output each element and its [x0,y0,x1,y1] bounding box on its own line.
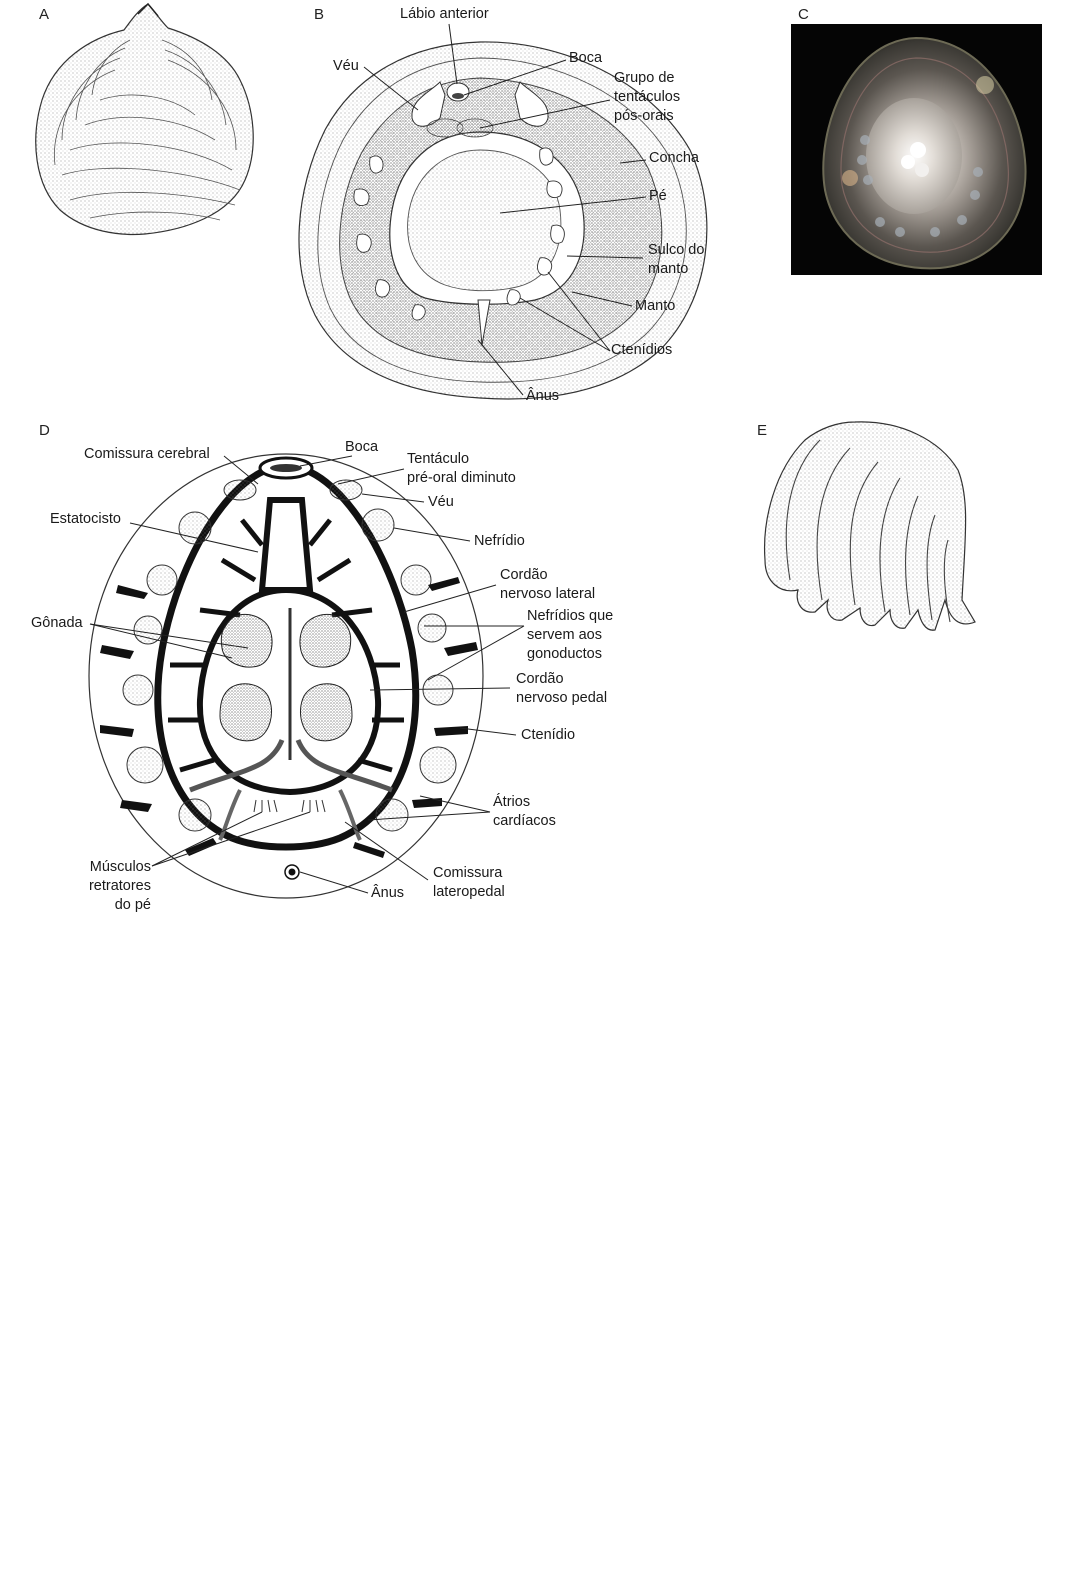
panel-letter-d: D [39,422,50,439]
panel-letter-b: B [314,6,325,23]
label-comissura-lat-2: lateropedal [433,884,505,900]
panel-letter-c: C [798,6,809,23]
label-comissura-lat-1: Comissura [433,865,503,881]
label-cordao-lateral-2: nervoso lateral [500,586,596,602]
label-cordao-pedal-1: Cordão [516,671,564,687]
label-cordao-pedal-2: nervoso pedal [516,690,608,706]
label-concha: Concha [649,150,699,166]
label-pe: Pé [649,188,667,204]
label-labio-anterior: Lábio anterior [400,6,489,22]
label-anus-d: Ânus [371,885,405,901]
label-musculos-3: do pé [114,897,151,913]
label-ctenidios: Ctenídios [611,342,673,358]
label-nefridios-gon-3: gonoductos [527,646,602,662]
shell-illustration-a [35,2,254,236]
label-estatocisto: Estatocisto [50,511,121,527]
label-nefridios-gon-2: servem aos [527,627,602,643]
ctenidium-illustration-e [763,421,976,631]
photo-c [791,24,1042,275]
label-atrios-1: Átrios [493,794,531,810]
leader-lines-b [363,23,647,396]
label-ctenidio: Ctenídio [521,727,576,743]
label-boca-d: Boca [345,439,379,455]
label-nefridios-gon-1: Nefrídios que [527,608,614,624]
label-nefridio: Nefrídio [474,533,525,549]
ventral-view-illustration-b [298,23,708,400]
label-grupo-tentaculos-3: pós-orais [614,108,674,124]
label-tentaculo-2: pré-oral diminuto [407,470,516,486]
label-anus-b: Ânus [526,388,560,404]
label-veu-d: Véu [428,494,454,510]
ctenidia-b [353,147,565,321]
label-manto: Manto [635,298,676,314]
label-gonada: Gônada [31,615,83,631]
internal-anatomy-illustration-d [88,453,525,899]
panel-letter-e: E [757,422,768,439]
label-veu-b: Véu [333,58,359,74]
label-grupo-tentaculos-2: tentáculos [614,89,681,105]
label-musculos-2: retratores [88,878,151,894]
label-sulco-2: manto [648,261,689,277]
label-comissura-cerebral: Comissura cerebral [84,446,210,462]
label-grupo-tentaculos-1: Grupo de [614,70,675,86]
panel-letter-a: A [39,6,50,23]
leader-lines-d [89,455,525,894]
label-musculos-1: Músculos [89,859,151,875]
label-cordao-lateral-1: Cordão [500,567,548,583]
label-tentaculo-1: Tentáculo [407,451,470,467]
label-atrios-2: cardíacos [493,813,556,829]
label-sulco-1: Sulco do [648,242,705,258]
label-boca-b: Boca [569,50,603,66]
